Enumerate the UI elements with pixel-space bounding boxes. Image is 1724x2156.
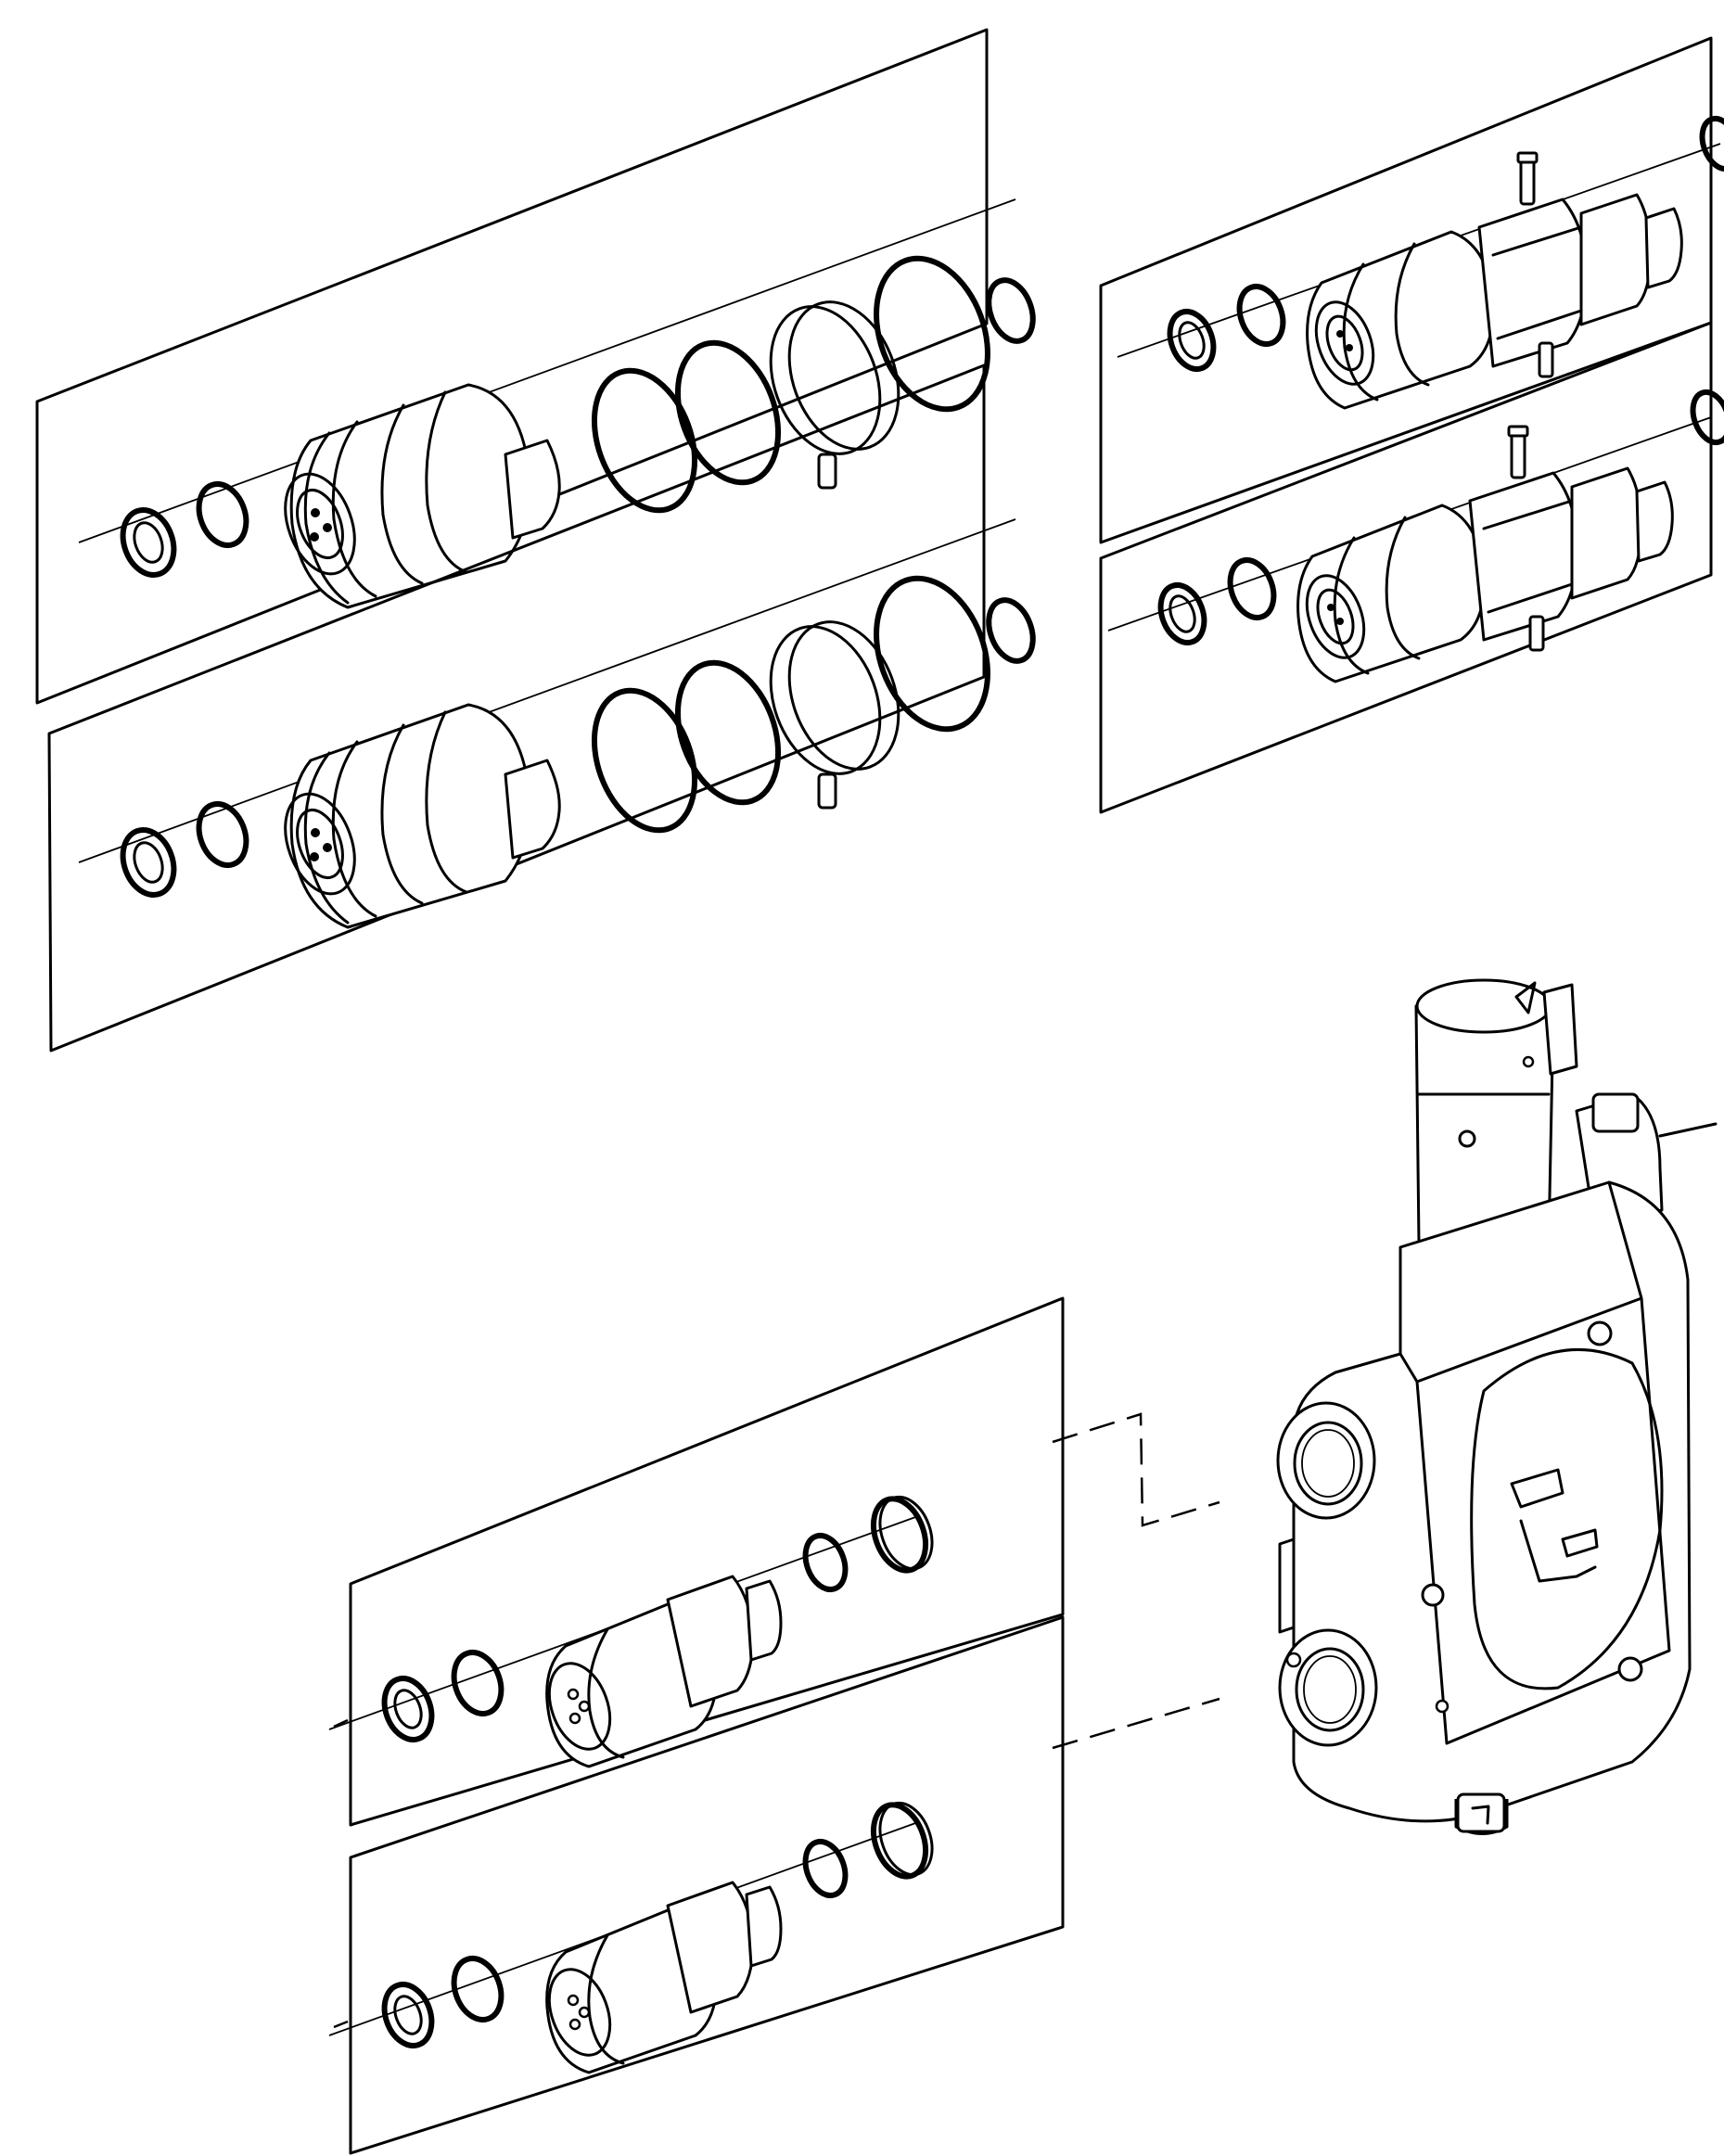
valve-block [1276,978,1718,1835]
kit-panel-a1 [35,28,1041,705]
kit-panel-a2 [47,364,1041,1052]
kit-panel-c1 [329,1296,1065,1827]
kit-panel-c2 [329,1615,1065,2155]
leader-lines [333,1412,1220,2029]
kit-panel-b2 [1099,321,1724,814]
kit-panel-b1 [1099,36,1724,544]
